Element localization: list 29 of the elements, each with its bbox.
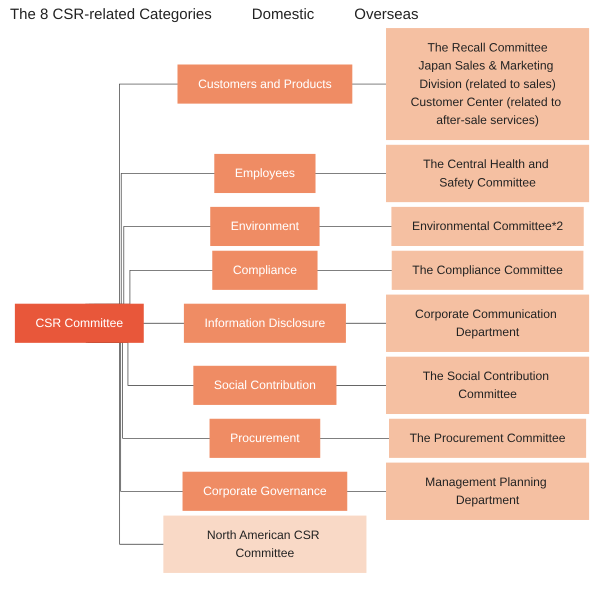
column-heading: The 8 CSR-related Categories	[10, 6, 212, 23]
node-box: The Central Health and Safety Committee	[386, 144, 590, 202]
connector	[314, 173, 387, 174]
node-box: Management Planning Department	[386, 462, 590, 520]
column-heading: Overseas	[354, 6, 418, 23]
connector	[320, 438, 390, 439]
node-box: Customers and Products	[177, 64, 352, 104]
node-box: Employees	[214, 154, 316, 194]
connector	[346, 490, 387, 492]
node-box: The Recall Committee Japan Sales & Marketing Division (related to sales) Customer Center (related to after-sale services)	[386, 28, 590, 140]
node-box: Environmental Committee*2	[391, 206, 584, 246]
node-box: Compliance	[212, 250, 318, 290]
node-box: The Procurement Committee	[389, 418, 586, 458]
node-box: The Social Contribution Committee	[386, 356, 590, 414]
connector	[143, 322, 185, 324]
node-box: Social Contribution	[193, 366, 336, 405]
node-box: Procurement	[210, 418, 320, 458]
connector	[336, 385, 387, 386]
column-heading: Domestic	[252, 6, 314, 23]
connector	[318, 226, 392, 227]
connector	[316, 270, 392, 271]
node-box: The Compliance Committee	[392, 250, 584, 290]
node-box: North American CSR Committee	[163, 516, 366, 573]
node-box: Corporate Communication Department	[386, 294, 590, 352]
node-box: Information Disclosure	[184, 304, 346, 343]
connector	[345, 322, 387, 324]
node-box: Corporate Governance	[182, 472, 348, 511]
node-box: CSR Committee	[14, 304, 144, 343]
node-box: Environment	[210, 206, 320, 246]
